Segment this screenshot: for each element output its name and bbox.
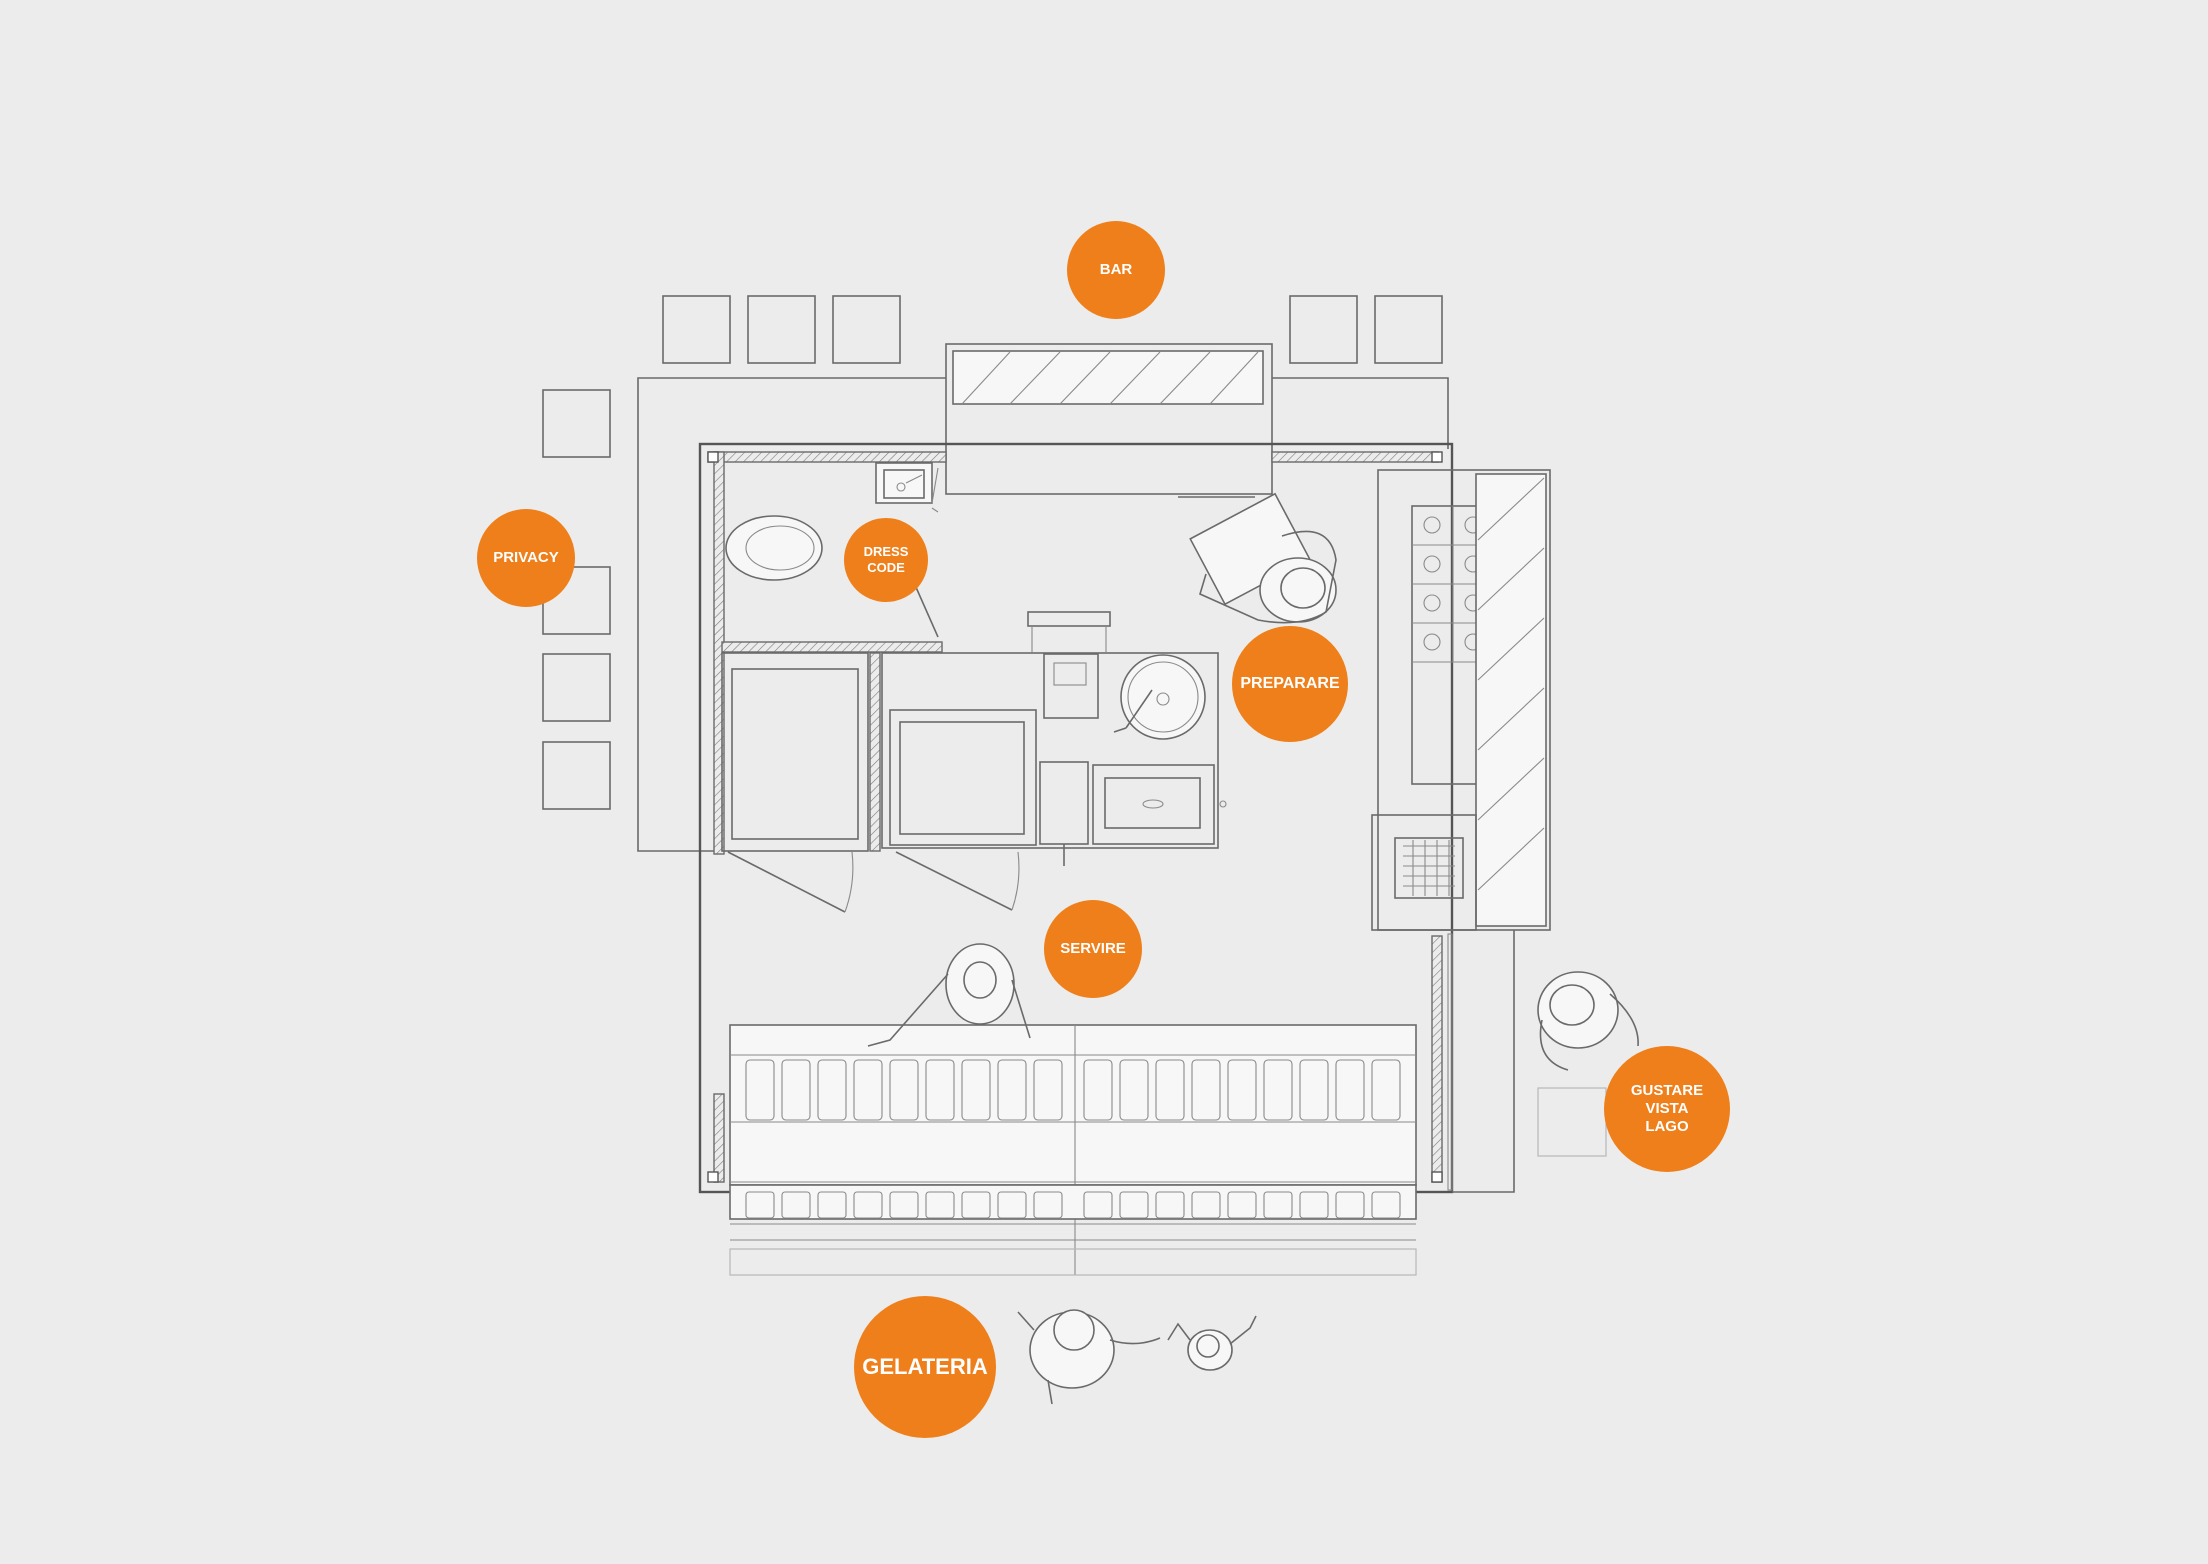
label-servire: SERVIRE <box>1044 900 1142 998</box>
restroom <box>721 462 943 653</box>
label-gelateria: GELATERIA <box>854 1296 996 1438</box>
gelato-display-case <box>729 1024 1417 1276</box>
label-preparare: PREPARARE <box>1232 626 1348 742</box>
kiosk-walls <box>698 442 1454 1194</box>
door-swings <box>727 851 1020 913</box>
person-child-walking <box>1167 1315 1257 1371</box>
label-gustare-vista-lago: GUSTARE VISTA LAGO <box>1604 1046 1730 1172</box>
seating-blocks-top <box>662 295 1443 364</box>
canopy-outline <box>637 377 1449 852</box>
label-bar: BAR <box>1067 221 1165 319</box>
label-privacy: PRIVACY <box>477 509 575 607</box>
bar-counter <box>945 343 1273 498</box>
right-display-units <box>1371 469 1607 1193</box>
person-viewing-lake <box>1537 971 1639 1071</box>
person-adult-walking <box>1017 1309 1161 1405</box>
seating-blocks-left <box>542 389 611 810</box>
storage-cabinets <box>721 611 1227 866</box>
person-serving <box>867 943 1031 1047</box>
label-dress-code: DRESS CODE <box>844 518 928 602</box>
person-preparing <box>1189 492 1337 624</box>
